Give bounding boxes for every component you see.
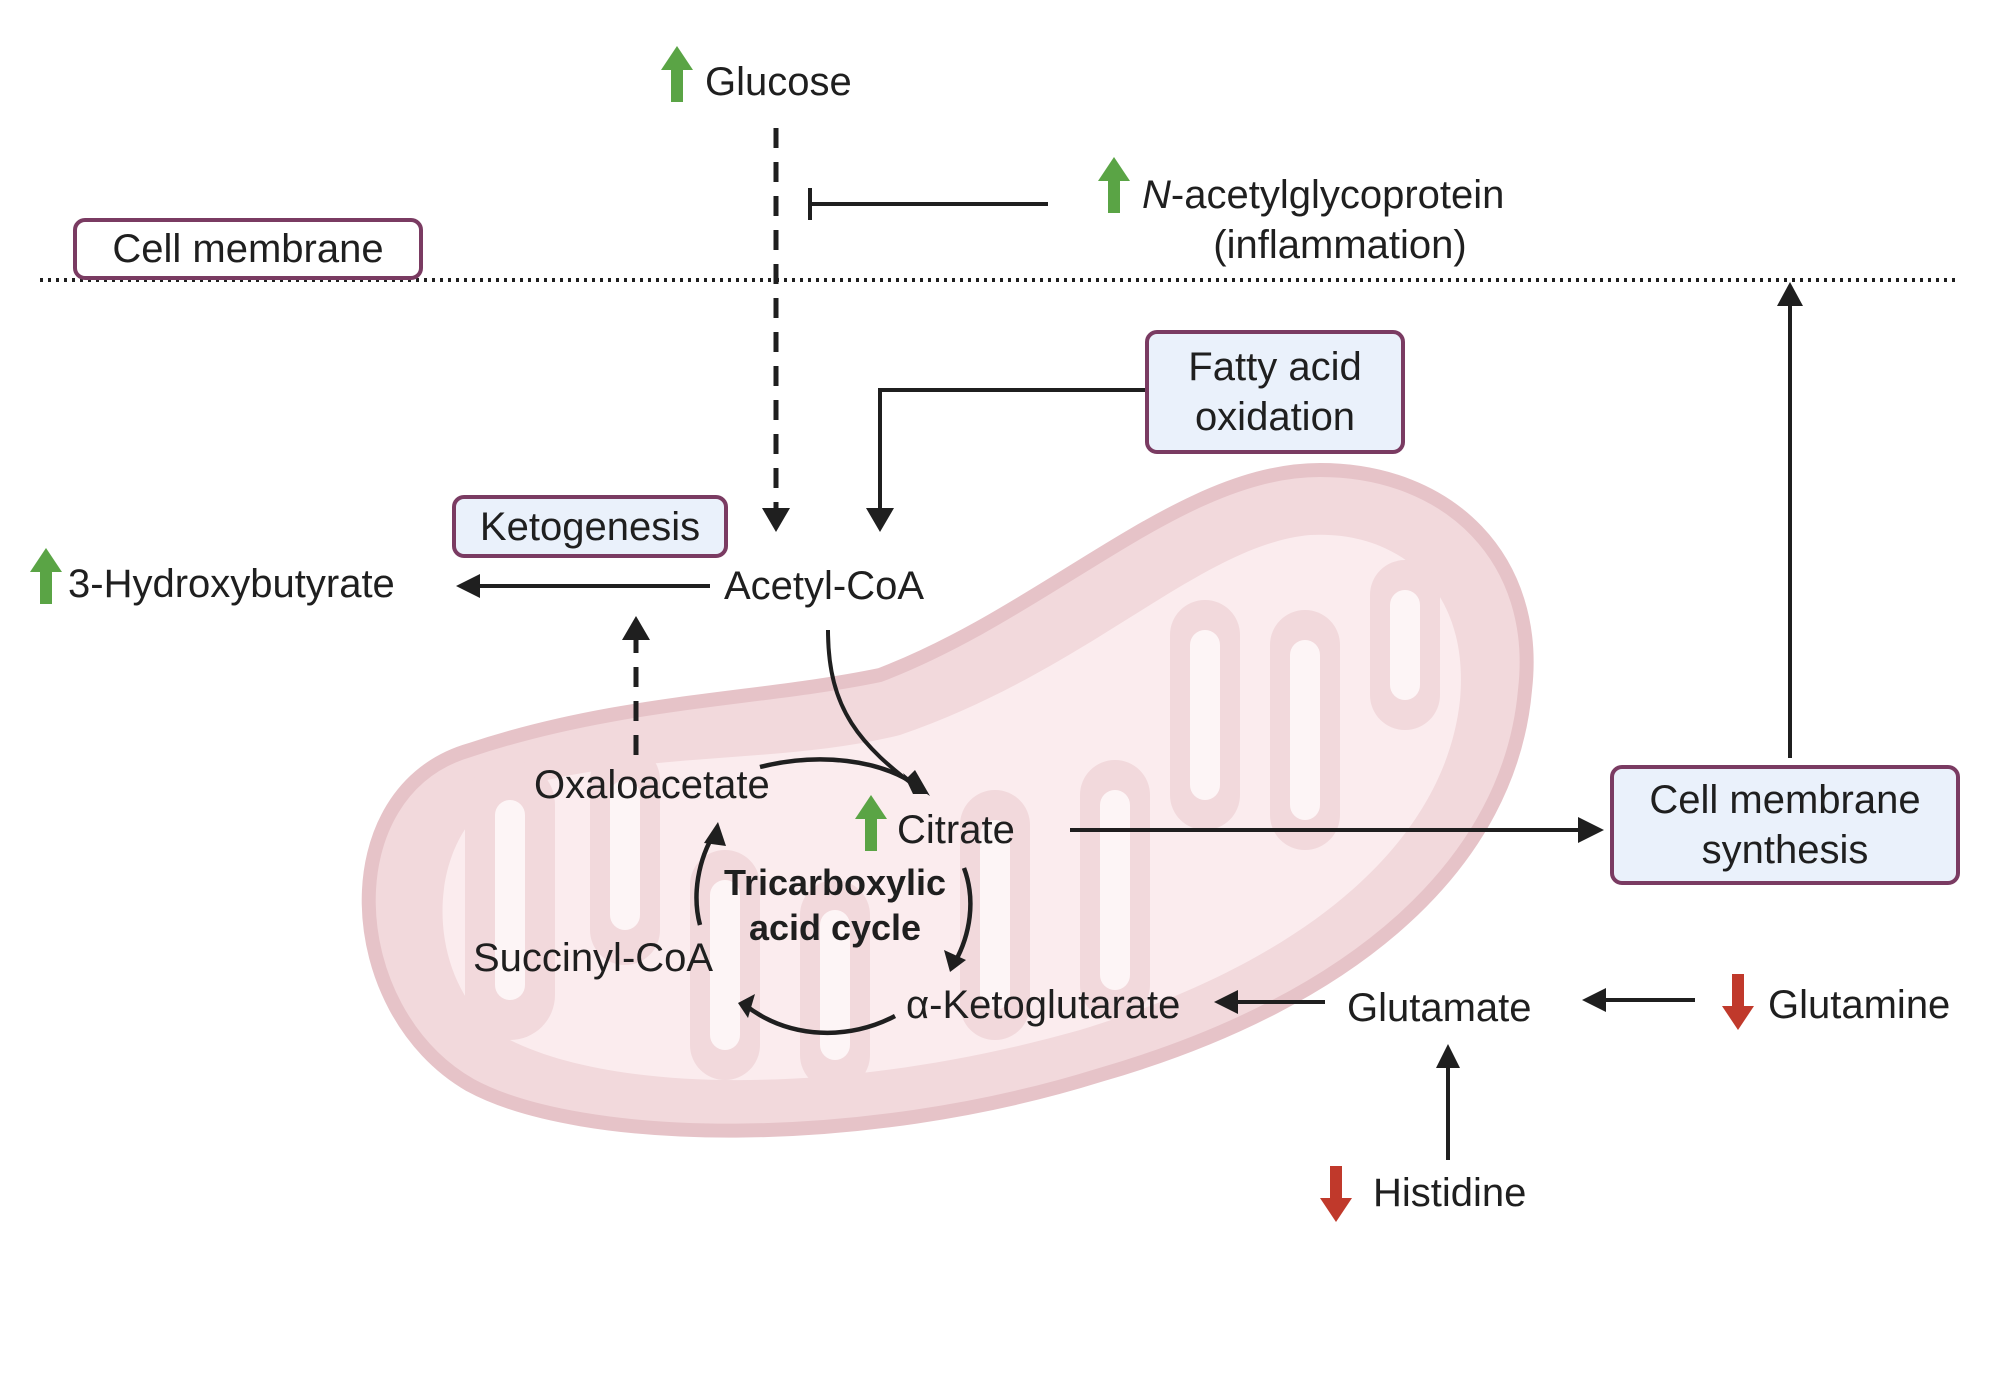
tca-arrow-ketoglutarate-succinyl (743, 1003, 897, 1036)
hydroxybutyrate-label: 3-Hydroxybutyrate (68, 562, 395, 606)
glucose-label: Glucose (705, 60, 852, 104)
fatty-acid-line1: Fatty acid (1188, 345, 1362, 389)
n-acetyl-rest: -acetylglycoprotein (1170, 173, 1505, 217)
citrate-arrowhead (905, 770, 930, 796)
n-acetylglycoprotein-label: N-acetylglycoprotein (1142, 175, 1504, 215)
succinyl-coa-label: Succinyl-CoA (473, 936, 714, 980)
synthesis-arrowhead (1578, 817, 1604, 843)
citrate-increase-icon (855, 795, 887, 851)
glutamine-label: Glutamine (1768, 983, 1951, 1027)
hydroxybutyrate-increase-icon (30, 548, 62, 604)
oxaloacetate-label: Oxaloacetate (534, 763, 770, 807)
tca-arrowhead-2 (944, 950, 966, 972)
ketogenesis-box: Ketogenesis (452, 495, 728, 558)
cell-membrane-synthesis-text: Cell membrane synthesis (1649, 775, 1920, 875)
tca-cycle-label: Tricarboxylic acid cycle (724, 860, 946, 950)
glutamate-arrowhead (1582, 988, 1606, 1012)
alpha-ketoglutarate-label: α-Ketoglutarate (906, 983, 1181, 1027)
cell-membrane-synthesis-box: Cell membrane synthesis (1610, 765, 1960, 885)
mitochondrion (361, 462, 1534, 1138)
tca-arrowhead-4 (704, 822, 726, 846)
tca-line1: Tricarboxylic (723, 862, 947, 903)
tca-arrowhead-1 (903, 773, 928, 794)
glutamine-decrease-icon (1722, 974, 1754, 1030)
n-acetyl-italic-prefix: N (1142, 173, 1171, 217)
tca-arrow-oxaloacetate-citrate (759, 757, 918, 787)
fatty-acid-oxidation-text: Fatty acid oxidation (1188, 342, 1361, 442)
histidine-decrease-icon (1320, 1166, 1352, 1222)
ketoglutarate-arrowhead (1214, 990, 1238, 1014)
cell-membrane-box: Cell membrane (73, 218, 423, 280)
inflammation-label: (inflammation) (1213, 223, 1467, 267)
fatty-acid-arrowhead (866, 508, 894, 532)
tca-line2: acid cycle (748, 907, 922, 948)
histidine-label: Histidine (1373, 1171, 1527, 1215)
hydroxybutyrate-arrowhead (456, 574, 480, 598)
cell-membrane-label: Cell membrane (112, 227, 384, 271)
citrate-label: Citrate (897, 808, 1015, 852)
tca-arrow-citrate-ketoglutarate (953, 867, 973, 964)
n-acetylglycoprotein-increase-icon (1098, 157, 1130, 213)
fatty-acid-to-acetylcoa-arrow (878, 388, 1145, 520)
membrane-arrowhead (1777, 282, 1803, 306)
mitochondrion-matrix-folds (495, 590, 1420, 1060)
acetyl-coa-label: Acetyl-CoA (724, 564, 925, 608)
membrane-synth-line1: Cell membrane (1649, 778, 1921, 822)
ketogenesis-label: Ketogenesis (479, 504, 701, 549)
fatty-acid-oxidation-box: Fatty acid oxidation (1145, 330, 1405, 454)
membrane-synth-line2: synthesis (1701, 828, 1869, 872)
glucose-arrowhead (762, 508, 790, 532)
glucose-increase-icon (661, 46, 693, 102)
ketogenesis-arrowhead (622, 616, 650, 640)
fatty-acid-line2: oxidation (1194, 395, 1356, 439)
glutamate-label: Glutamate (1347, 986, 1532, 1030)
tca-arrowhead-3 (738, 994, 755, 1018)
glutamate-up-arrowhead (1436, 1044, 1460, 1068)
